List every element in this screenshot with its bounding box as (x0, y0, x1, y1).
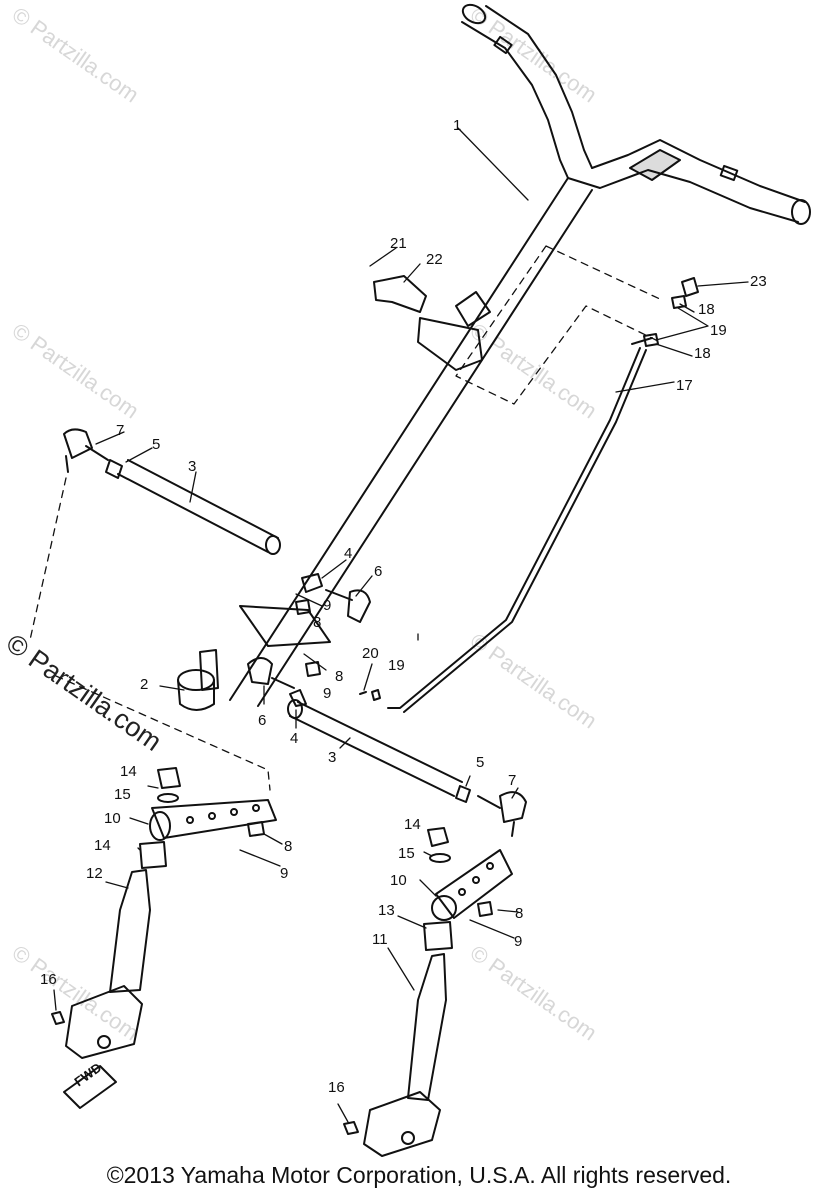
callout-6: 6 (374, 563, 383, 580)
handlebar (461, 3, 811, 225)
callout-18: 18 (698, 301, 715, 318)
callout-9: 9 (514, 933, 523, 950)
callout-19: 19 (710, 322, 727, 339)
callout-16: 16 (40, 971, 57, 988)
callout-12: 12 (86, 865, 103, 882)
callout-8: 8 (284, 838, 293, 855)
callout-4: 4 (290, 730, 299, 747)
tie-rod-end-lower (455, 785, 527, 837)
callout-17: 17 (676, 377, 693, 394)
fwd-arrow (63, 1065, 117, 1109)
callout-10: 10 (390, 872, 407, 889)
assembly-dashed-lines (29, 245, 663, 791)
knuckle-arm-right (423, 827, 513, 951)
callout-14: 14 (404, 816, 421, 833)
copyright-footer: ©2013 Yamaha Motor Corporation, U.S.A. A… (106, 1162, 732, 1188)
steering-arm-plate (239, 573, 371, 707)
callout-8: 8 (335, 668, 344, 685)
callout-3: 3 (188, 458, 197, 475)
callout-21: 21 (390, 235, 407, 252)
callout-20: 20 (362, 645, 379, 662)
tie-rod-lower (287, 699, 463, 797)
callout-15: 15 (398, 845, 415, 862)
steering-column (199, 177, 593, 707)
callout-15: 15 (114, 786, 131, 803)
column-bushing (177, 669, 215, 711)
callout-8: 8 (313, 614, 322, 631)
callout-6: 6 (258, 712, 267, 729)
callout-7: 7 (116, 422, 125, 439)
callout-11: 11 (372, 931, 388, 948)
link-rod (387, 337, 653, 713)
callout-3: 3 (328, 749, 337, 766)
tie-rod-upper (117, 459, 281, 555)
callout-18: 18 (694, 345, 711, 362)
callout-4: 4 (344, 545, 353, 562)
callout-7: 7 (508, 772, 517, 789)
callout-1: 1 (453, 117, 462, 134)
leader-lines (53, 127, 749, 1123)
tie-rod-end-upper (63, 428, 123, 479)
callout-9: 9 (323, 685, 332, 702)
callout-22: 22 (426, 251, 443, 268)
callout-5: 5 (152, 436, 161, 453)
callout-19: 19 (388, 657, 405, 674)
callout-2: 2 (140, 676, 149, 693)
callout-9: 9 (323, 597, 332, 614)
knuckle-arm-left (139, 767, 277, 869)
callout-13: 13 (378, 902, 395, 919)
callout-9: 9 (280, 865, 289, 882)
callout-10: 10 (104, 810, 121, 827)
spindle-right (343, 953, 447, 1157)
callout-14: 14 (94, 837, 111, 854)
callout-5: 5 (476, 754, 485, 771)
callout-8: 8 (515, 905, 524, 922)
callout-23: 23 (750, 273, 767, 290)
spindle-left (51, 869, 151, 1059)
callout-14: 14 (120, 763, 137, 780)
rod-fittings (359, 277, 699, 701)
callout-16: 16 (328, 1079, 345, 1096)
